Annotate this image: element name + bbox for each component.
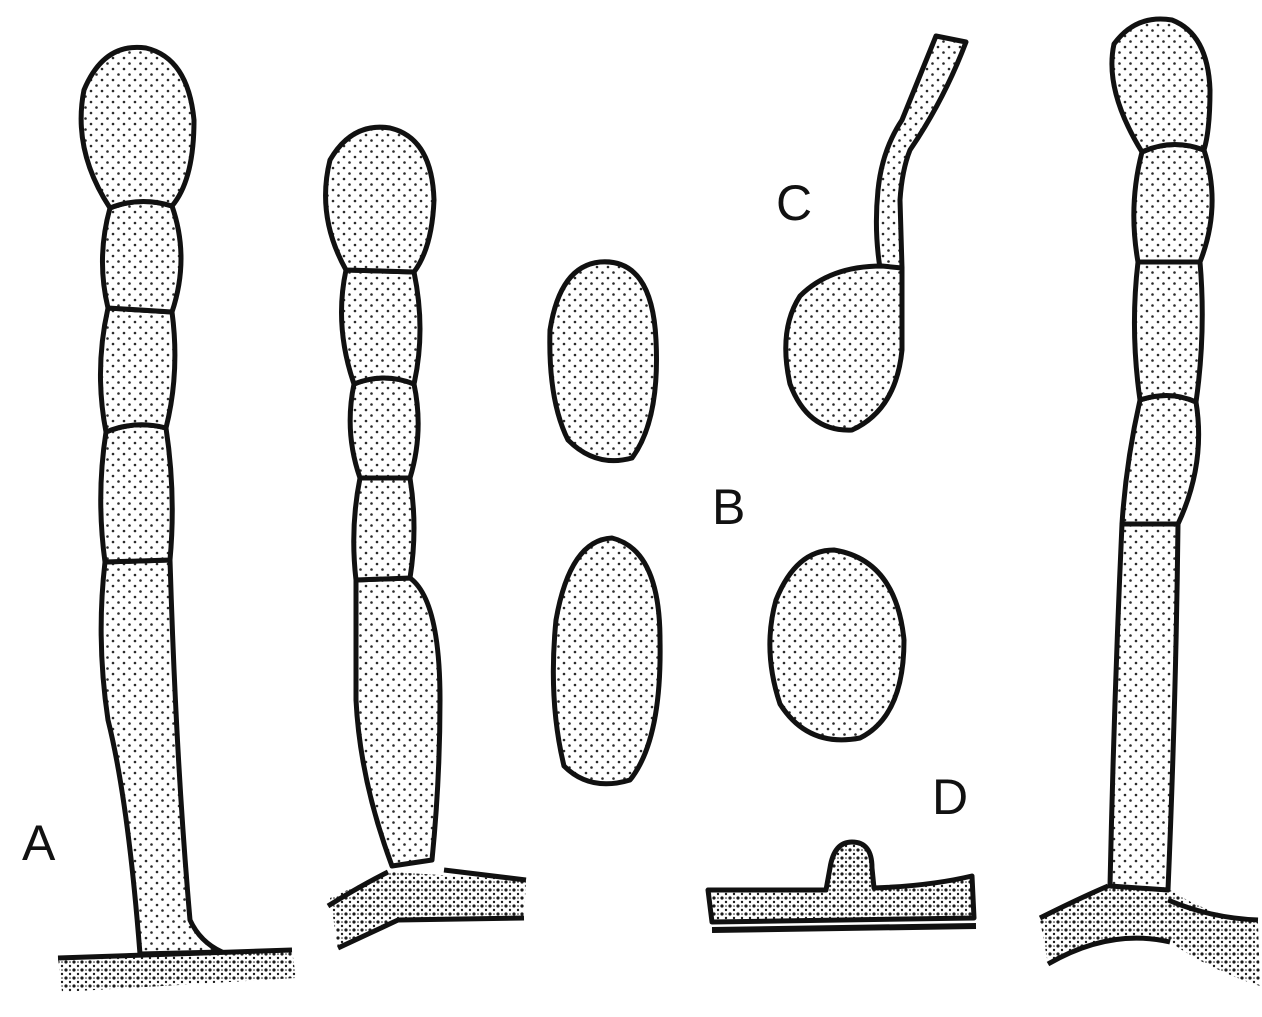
cell-a2-5 — [354, 478, 414, 580]
label-b: B — [712, 482, 745, 532]
label-d: D — [932, 772, 968, 822]
spore-b3 — [770, 550, 904, 740]
spore-b1 — [550, 262, 657, 461]
label-a: A — [22, 818, 55, 868]
cell-a-3 — [100, 308, 174, 432]
germ-tube-c — [876, 36, 966, 268]
stalk-cell-right — [1110, 524, 1178, 890]
substrate-line-d — [712, 926, 976, 930]
conidiophore-a2 — [326, 127, 526, 948]
hypha-d — [708, 842, 974, 922]
conidiophore-right — [1040, 19, 1260, 986]
conidiophore-a — [58, 47, 296, 992]
label-c: C — [776, 178, 812, 228]
spore-a2-apex — [326, 127, 434, 272]
spore-b2 — [553, 538, 660, 784]
cell-a-4 — [101, 425, 173, 562]
stalk-cell-a — [101, 560, 222, 954]
cell-right-4 — [1122, 395, 1199, 524]
spore-c — [786, 266, 902, 430]
stalk-cell-a2 — [356, 578, 440, 866]
germinating-spore-c — [786, 36, 966, 430]
spore-right-apex — [1112, 19, 1210, 152]
spore-a-apex — [81, 47, 194, 208]
cell-right-3 — [1134, 262, 1202, 402]
cell-a2-3 — [342, 270, 421, 384]
cell-right-2 — [1134, 144, 1212, 262]
conidiophore-initial-d — [708, 842, 976, 930]
cell-a2-4 — [350, 378, 418, 478]
cell-a-2 — [102, 201, 181, 312]
